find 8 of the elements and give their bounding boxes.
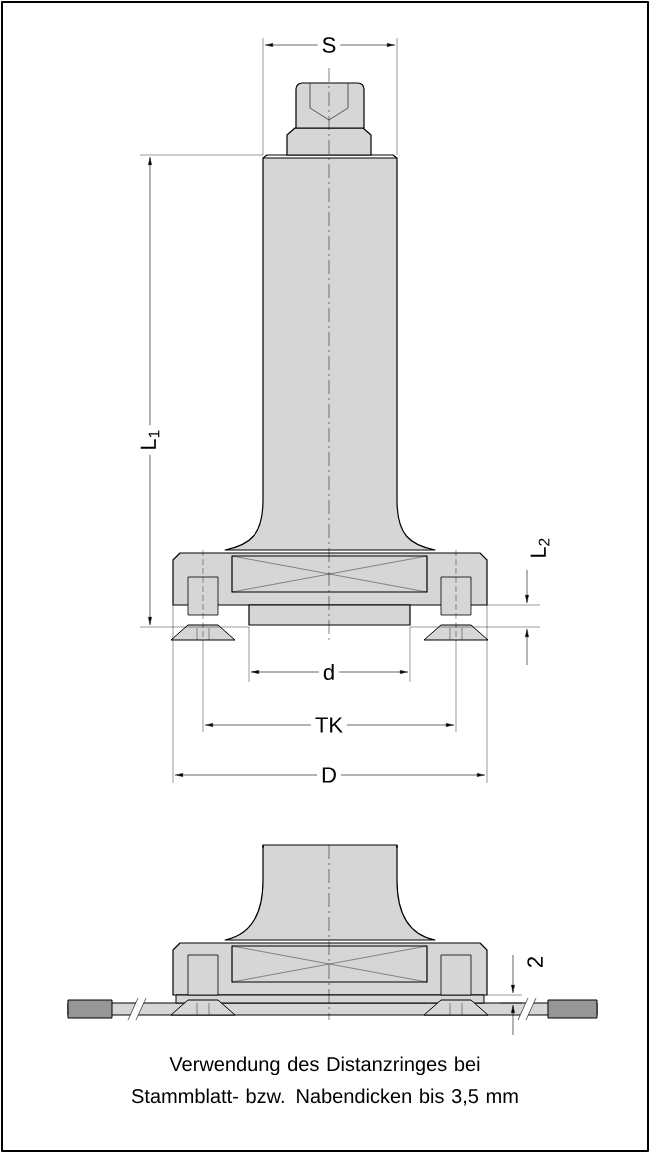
dimension-label: S — [317, 33, 341, 57]
dimension-label: TK — [310, 713, 348, 737]
caption: Verwendung des Distanzringes bei Stammblatt- bzw. Nabendicken bis 3,5 mm — [131, 1056, 518, 1106]
dimension-label: L$_{2}$ — [530, 538, 550, 557]
dimension-label: d — [318, 659, 340, 685]
dimension-label: D — [317, 763, 341, 787]
dimension-label: 2 — [527, 957, 543, 967]
dimension-label: L$_{1}$ — [136, 425, 164, 455]
